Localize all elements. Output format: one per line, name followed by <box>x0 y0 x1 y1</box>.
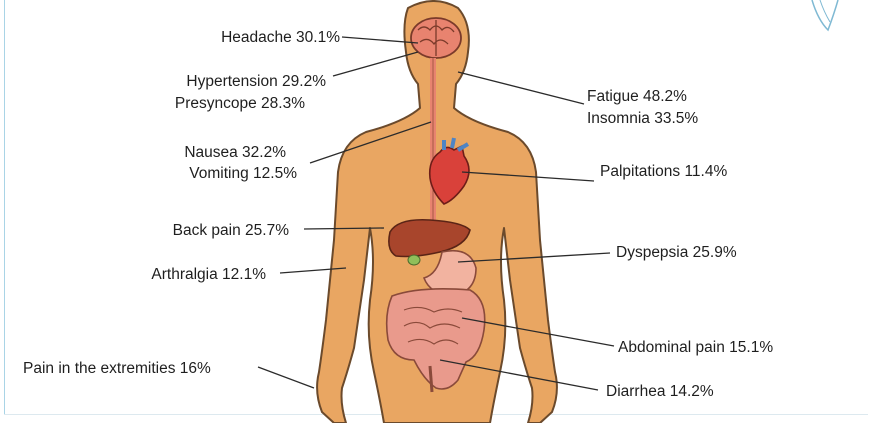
label-abdominal-pain: Abdominal pain 15.1% <box>618 337 773 358</box>
brain-illustration <box>411 18 461 58</box>
label-presyncope: Presyncope 28.3% <box>175 93 305 114</box>
label-insomnia: Insomnia 33.5% <box>587 108 698 129</box>
label-back-pain: Back pain 25.7% <box>173 220 289 241</box>
label-palpitations: Palpitations 11.4% <box>600 161 727 182</box>
leader-fatigue <box>458 72 584 104</box>
label-vomiting: Vomiting 12.5% <box>189 163 297 184</box>
label-fatigue: Fatigue 48.2% <box>587 86 687 107</box>
label-diarrhea: Diarrhea 14.2% <box>606 381 714 402</box>
label-arthralgia: Arthralgia 12.1% <box>151 264 266 285</box>
label-extremities: Pain in the extremities 16% <box>23 358 211 379</box>
leader-extremities <box>258 367 314 388</box>
corner-decoration <box>812 0 838 30</box>
leader-hypertension <box>333 52 418 76</box>
label-nausea: Nausea 32.2% <box>184 142 286 163</box>
label-headache: Headache 30.1% <box>221 27 340 48</box>
label-dyspepsia: Dyspepsia 25.9% <box>616 242 737 263</box>
label-hypertension: Hypertension 29.2% <box>186 71 326 92</box>
